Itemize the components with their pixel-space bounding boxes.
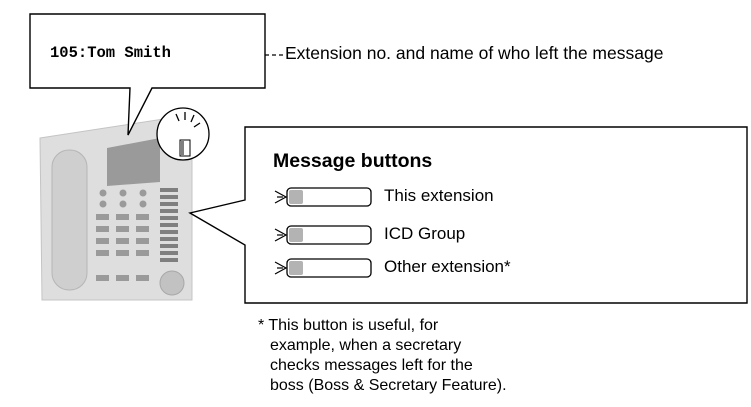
display-text: 105:Tom Smith xyxy=(50,44,171,62)
message-button-label-other-extension: Other extension* xyxy=(384,257,511,276)
message-button-1 xyxy=(274,187,372,207)
footnote-line: example, when a secretary xyxy=(270,337,462,354)
display-caption: Extension no. and name of who left the m… xyxy=(285,43,664,63)
footnote: * This button is useful, for example, wh… xyxy=(258,316,507,396)
handset xyxy=(51,149,88,291)
footnote-line: checks messages left for the xyxy=(270,357,473,374)
telephone-illustration xyxy=(39,117,193,301)
message-buttons-title: Message buttons xyxy=(273,150,433,172)
keypad xyxy=(96,189,149,281)
message-button-3 xyxy=(274,258,372,278)
footnote-line: boss (Boss & Secretary Feature). xyxy=(270,377,507,394)
navigator-knob xyxy=(159,270,185,296)
display-callout-bubble xyxy=(29,13,266,136)
message-lamp-callout xyxy=(156,107,210,161)
flexible-buttons xyxy=(160,188,178,262)
footnote-line: * This button is useful, for xyxy=(258,317,439,334)
message-button-label-icd-group: ICD Group xyxy=(384,224,466,243)
message-button-2 xyxy=(274,225,372,245)
phone-display xyxy=(107,138,160,186)
message-button-label-this-extension: This extension xyxy=(384,186,494,205)
